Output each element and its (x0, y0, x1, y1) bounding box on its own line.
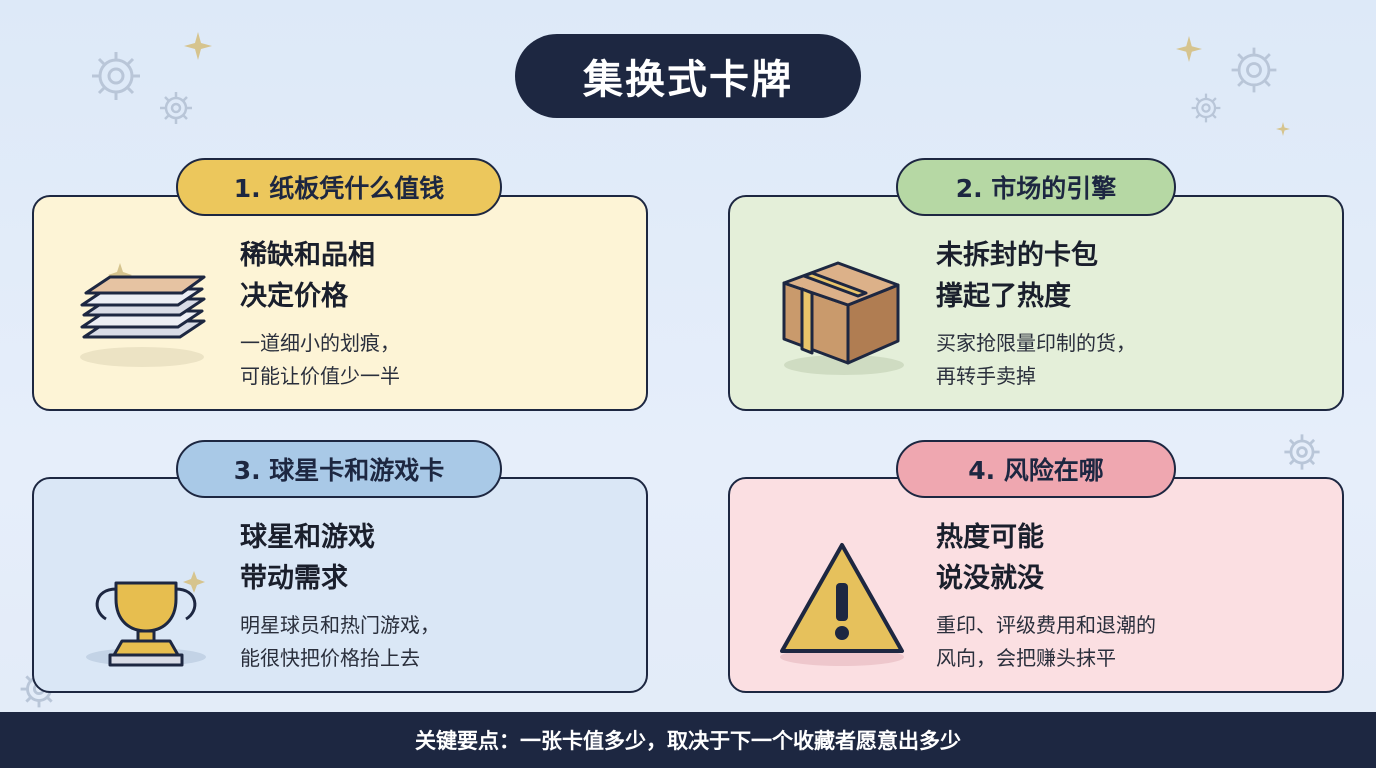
sparkle-icon (1276, 122, 1290, 136)
info-card-1: 稀缺和品相 决定价格 一道细小的划痕， 可能让价值少一半 (32, 195, 648, 411)
warning-icon (780, 543, 904, 666)
section-tab-3: 3. 球星卡和游戏卡 (176, 440, 502, 498)
card-heading-line: 撑起了热度 (936, 281, 1071, 312)
section-tab-1: 1. 纸板凭什么值钱 (176, 158, 502, 216)
gear-icon (1284, 434, 1320, 470)
card-heading-line: 球星和游戏 (240, 522, 375, 553)
card-body-line: 风向，会把赚头抹平 (936, 646, 1116, 670)
sealed-box-icon (782, 261, 904, 375)
card-body-line: 一道细小的划痕， (240, 331, 400, 355)
card-body-line: 明星球员和热门游戏， (240, 613, 440, 637)
trophy-icon (86, 571, 206, 667)
info-card-4: 热度可能 说没就没 重印、评级费用和退潮的 风向，会把赚头抹平 (728, 477, 1344, 693)
page-title: 集换式卡牌 (515, 34, 861, 118)
card-body-line: 重印、评级费用和退潮的 (936, 613, 1156, 637)
sparkle-icon (1176, 36, 1202, 62)
section-tab-2: 2. 市场的引擎 (896, 158, 1176, 216)
gear-icon (1191, 93, 1221, 123)
card-stack-icon (80, 263, 206, 367)
card-body-line: 能很快把价格抬上去 (240, 646, 420, 670)
card-heading-line: 稀缺和品相 (240, 240, 375, 271)
info-card-2: 未拆封的卡包 撑起了热度 买家抢限量印制的货， 再转手卖掉 (728, 195, 1344, 411)
info-card-3: 球星和游戏 带动需求 明星球员和热门游戏， 能很快把价格抬上去 (32, 477, 648, 693)
card-heading-line: 决定价格 (240, 281, 348, 312)
card-heading-line: 说没就没 (936, 563, 1044, 594)
gear-icon (92, 52, 140, 100)
card-heading-line: 带动需求 (240, 563, 348, 594)
key-takeaway-banner: 关键要点：一张卡值多少，取决于下一个收藏者愿意出多少 (0, 712, 1376, 768)
gear-icon (160, 92, 192, 124)
card-body-line: 再转手卖掉 (936, 364, 1036, 388)
card-heading-line: 热度可能 (936, 522, 1044, 553)
card-body-line: 可能让价值少一半 (240, 364, 400, 388)
gear-icon (1231, 47, 1277, 93)
sparkle-icon (184, 32, 212, 60)
card-heading-line: 未拆封的卡包 (936, 240, 1098, 271)
card-body-line: 买家抢限量印制的货， (936, 331, 1136, 355)
section-tab-4: 4. 风险在哪 (896, 440, 1176, 498)
